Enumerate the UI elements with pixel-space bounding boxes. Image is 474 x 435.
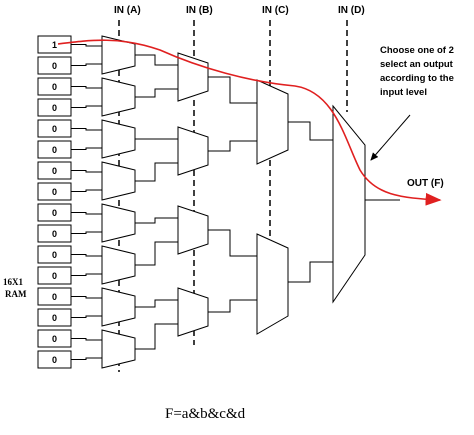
mux-b-2 [177, 126, 209, 176]
mux-a-3 [101, 119, 136, 159]
ram-cell-value: 0 [52, 166, 57, 176]
ram-cell-value: 0 [52, 61, 57, 71]
mux-c2 [256, 233, 289, 335]
annotation-line-3: according to the [380, 73, 454, 84]
mux-a-2 [101, 77, 136, 117]
mux-stage-b [135, 52, 209, 350]
input-label-a: IN (A) [114, 5, 141, 16]
ram-cells: 1 0 0 0 0 0 0 0 0 0 0 0 0 0 0 0 [37, 35, 72, 369]
ram-cell-value: 0 [52, 355, 57, 365]
ram-cell-value: 0 [52, 334, 57, 344]
ram-cell-value: 0 [52, 82, 57, 92]
annotation-arrow [370, 114, 411, 161]
ram-cell-value: 0 [52, 103, 57, 113]
mux-b-3 [177, 205, 209, 255]
mux-stage-d [288, 104, 400, 304]
input-label-b: IN (B) [186, 5, 213, 16]
annotation-line-4: input level [380, 87, 427, 98]
selected-path [57, 39, 442, 206]
mux-a-6 [101, 245, 136, 285]
ram-cell-value: 0 [52, 313, 57, 323]
mux-d [332, 104, 366, 304]
input-label-d: IN (D) [338, 5, 365, 16]
mux-b-4 [177, 287, 209, 337]
annotation-line-1: Choose one of 2 [380, 45, 454, 56]
ram-cell-value: 0 [52, 124, 57, 134]
mux-c1 [256, 79, 289, 165]
ram-label-line-2: RAM [5, 289, 27, 299]
mux-stage-a [101, 35, 136, 369]
ram-cell-value: 0 [52, 208, 57, 218]
mux-a-7 [101, 287, 136, 327]
mux-a-8 [101, 329, 136, 369]
ram-cell-value: 0 [52, 271, 57, 281]
annotation-line-2: select an output [380, 59, 454, 70]
formula: F=a&b&c&d [165, 406, 246, 422]
mux-stage-c [208, 76, 289, 335]
ram-cell-value: 1 [52, 40, 57, 50]
mux-a-4 [101, 161, 136, 201]
ram-cell-value: 0 [52, 145, 57, 155]
output-label: OUT (F) [407, 178, 444, 189]
ram-label-line-1: 16X1 [3, 277, 23, 287]
mux-a-5 [101, 203, 136, 243]
ram-cell-value: 0 [52, 187, 57, 197]
ram-cell-wires [71, 44, 102, 360]
ram-cell-value: 0 [52, 250, 57, 260]
ram-cell-value: 0 [52, 292, 57, 302]
input-label-c: IN (C) [262, 5, 289, 16]
mux-b-1 [177, 52, 209, 102]
ram-cell-value: 0 [52, 229, 57, 239]
